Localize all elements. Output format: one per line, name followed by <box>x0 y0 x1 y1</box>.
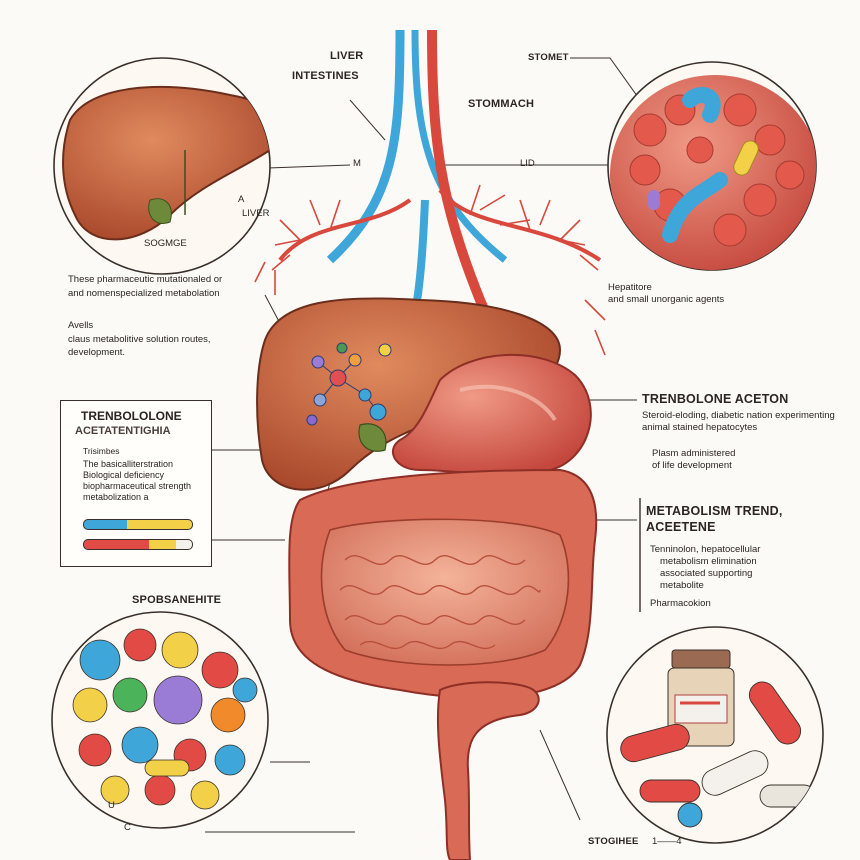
tren-line-1: Steroid-eloding, diabetic nation experim… <box>642 410 835 421</box>
rectum <box>436 681 540 860</box>
label-liver-top: LIVER <box>330 50 364 62</box>
meta-bullet-3: associated supporting <box>660 568 753 579</box>
label-intestines: INTESTINES <box>292 70 359 82</box>
right-note-1: Hepatitore <box>608 282 652 293</box>
box-bullet-1: Trisimbes <box>83 446 120 456</box>
label-tick-2: LID <box>520 158 535 169</box>
left-note-4: claus metabolitive solution routes, <box>68 334 211 345</box>
right-note-2: and small unorganic agents <box>608 294 725 305</box>
left-note-1: These pharmaceutic mutationaled or <box>68 274 223 285</box>
label-bottom-2: 1——4 <box>652 836 682 847</box>
label-tick-1: M <box>353 158 361 169</box>
gradient-bar-1 <box>83 519 193 530</box>
meta-bullet-2: metabolism elimination <box>660 556 757 567</box>
meta-bullet-1: Tenninolon, hepatocellular <box>650 544 761 555</box>
gradient-bar-2 <box>83 539 193 550</box>
trenbolone-info-box: TRENBOLOLONE ACETATENTIGHIA Trisimbes Th… <box>60 400 212 567</box>
box-subtitle: ACETATENTIGHIA <box>75 425 171 437</box>
box-title: TRENBOLOLONE <box>81 409 182 423</box>
meta-title-1: METABOLISM TREND, <box>646 504 783 518</box>
tren-line-4: of life development <box>652 460 732 471</box>
label-small-c: C <box>124 822 131 833</box>
label-stomach-top-right: STOMET <box>528 52 569 63</box>
inset-pills <box>606 626 824 844</box>
left-note-3: Avells <box>68 320 94 331</box>
tren-line-3: Plasm administered <box>652 448 736 459</box>
inset-stomach <box>607 61 817 271</box>
meta-title-2: ACEETENE <box>646 520 716 534</box>
label-small-u: U <box>108 800 115 811</box>
label-liver-inset-sub: SOGMGE <box>144 238 187 249</box>
left-note-5: development. <box>68 347 126 358</box>
small-intestine <box>320 518 570 666</box>
label-stomach-center: STOMMACH <box>468 98 535 110</box>
label-inset-a: A <box>238 194 245 205</box>
meta-bullet-5: Pharmacokion <box>650 598 711 609</box>
box-lines: The basicalliterstration Biological defi… <box>83 459 192 502</box>
label-liver-inset: LIVER <box>242 208 270 219</box>
label-bottom: STOGIHEE <box>588 836 639 847</box>
tren-line-2: animal stained hepatocytes <box>642 422 758 433</box>
molecule-cluster <box>306 342 392 426</box>
inset-liver <box>53 57 271 275</box>
tren-title: TRENBOLONE ACETON <box>642 392 789 406</box>
left-note-2: and nomenspecialized metabolation <box>68 288 220 299</box>
gallbladder <box>358 423 387 452</box>
inset-spheres <box>51 611 269 829</box>
intestine-folds <box>339 554 541 650</box>
label-spheres: SPOBSANEHITE <box>132 594 222 606</box>
meta-bullet-4: metabolite <box>660 580 704 591</box>
